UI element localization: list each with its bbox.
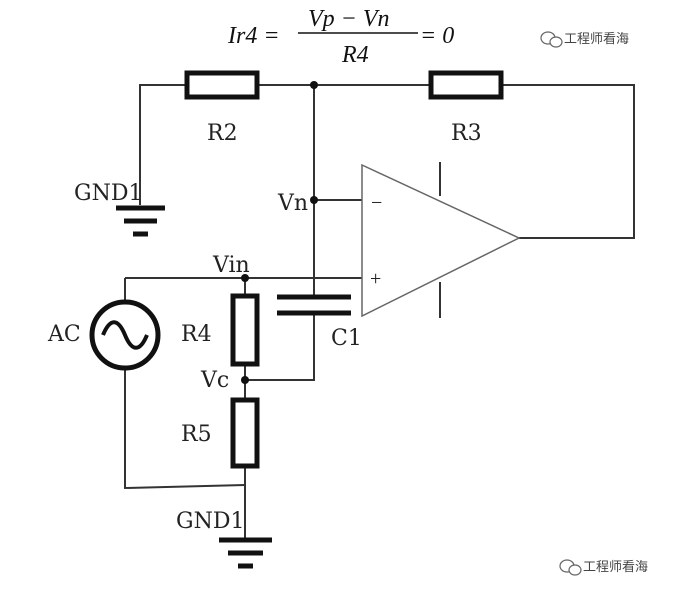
equation: Ir4 = Vp − Vn R4 = 0 xyxy=(227,6,454,68)
equation-rhs: = 0 xyxy=(420,23,454,49)
wechat-icon xyxy=(559,559,582,576)
watermark-top: 工程师看海 xyxy=(540,31,629,48)
junction-dot xyxy=(241,274,249,282)
label-vin: Vin xyxy=(212,253,250,278)
watermark-bottom: 工程师看海 xyxy=(559,559,648,576)
label-vn: Vn xyxy=(277,191,308,216)
watermark-bottom-text: 工程师看海 xyxy=(583,559,648,575)
wires xyxy=(124,84,635,538)
equation-denominator: R4 xyxy=(341,42,369,68)
wechat-icon xyxy=(540,31,563,48)
label-vc: Vc xyxy=(200,368,229,393)
junction-dot xyxy=(310,81,318,89)
resistor-r5 xyxy=(230,397,260,469)
label-r4: R4 xyxy=(181,322,212,347)
resistor-r4 xyxy=(230,293,260,367)
watermark-top-text: 工程师看海 xyxy=(564,31,629,47)
label-ac: AC xyxy=(47,322,81,347)
label-r2: R2 xyxy=(207,121,238,146)
label-c1: C1 xyxy=(331,326,362,351)
resistor-r2 xyxy=(184,70,260,100)
capacitor-c1 xyxy=(277,294,351,316)
plus-sign: + xyxy=(370,268,381,290)
junction-dot xyxy=(310,196,318,204)
opamp-triangle: − + xyxy=(361,162,521,318)
label-gnd-bottom: GND1 xyxy=(176,509,244,534)
resistor-r3 xyxy=(428,70,504,100)
equation-numerator: Vp − Vn xyxy=(308,6,390,32)
label-r5: R5 xyxy=(181,422,212,447)
ac-source-icon xyxy=(89,299,161,371)
label-gnd-top: GND1 xyxy=(74,181,142,206)
equation-lhs: Ir4 = xyxy=(227,23,280,49)
junction-dot xyxy=(241,376,249,384)
ground-icon xyxy=(219,537,272,569)
minus-sign: − xyxy=(371,192,382,214)
label-r3: R3 xyxy=(451,121,482,146)
ground-icon xyxy=(116,205,165,237)
